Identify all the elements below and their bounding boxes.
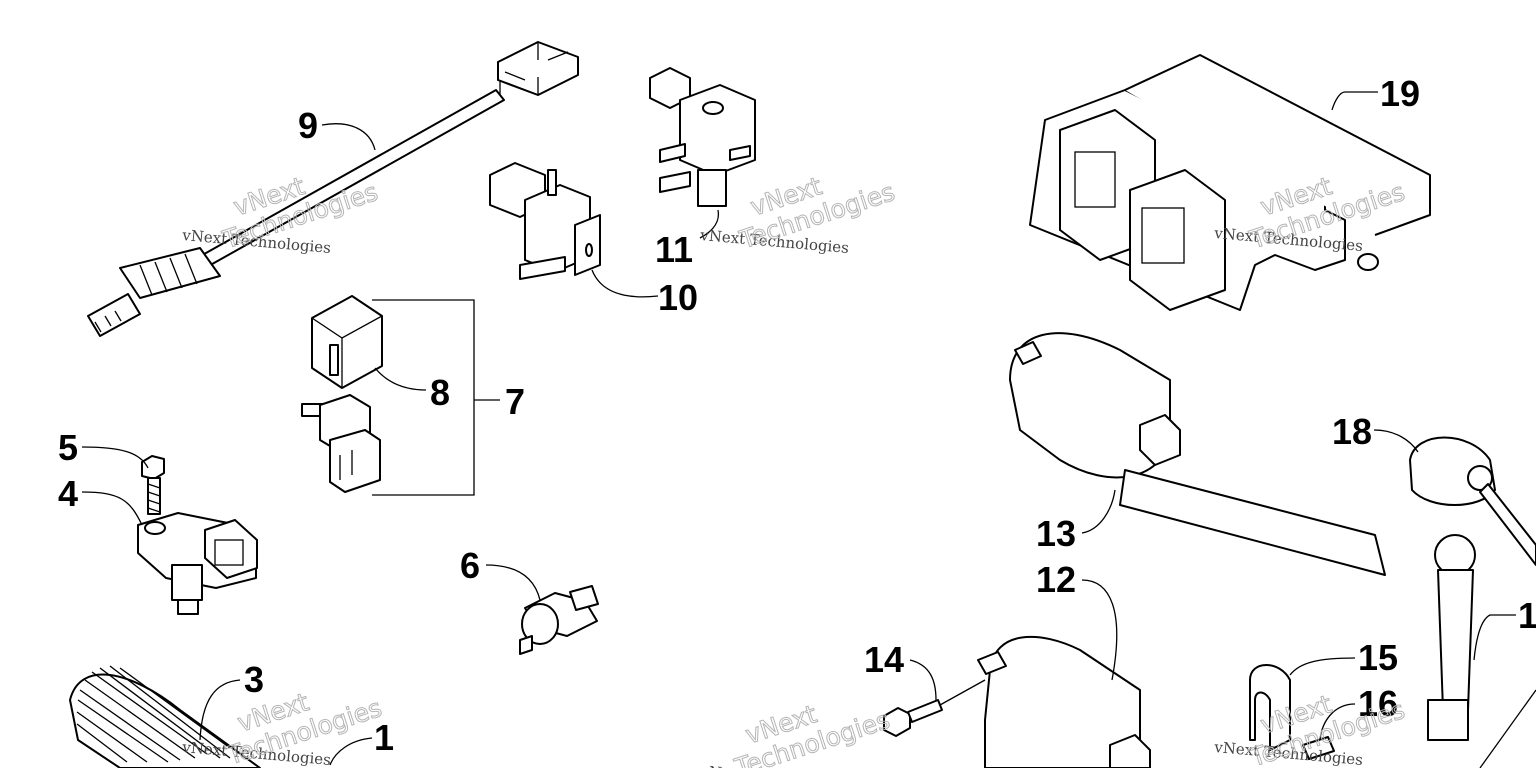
callout-11: 11 bbox=[655, 229, 693, 270]
callout-4: 4 bbox=[58, 473, 78, 514]
corrugated-tube-part-3 bbox=[69, 665, 261, 768]
plug-cap-part-17 bbox=[1427, 534, 1536, 768]
relay-socket-part-7 bbox=[301, 394, 381, 493]
callout-9: 9 bbox=[298, 105, 318, 146]
ignition-coil-part-12 bbox=[977, 635, 1151, 768]
bolt-part-14 bbox=[883, 699, 943, 737]
ecu-part-19 bbox=[1029, 54, 1431, 311]
callout-1-right: 1 bbox=[1518, 595, 1536, 636]
callout-16: 16 bbox=[1358, 683, 1398, 724]
callout-14: 14 bbox=[864, 639, 904, 680]
relay-part-8 bbox=[311, 295, 383, 389]
callout-19: 19 bbox=[1380, 73, 1420, 114]
callout-3: 3 bbox=[244, 659, 264, 700]
callout-10: 10 bbox=[658, 277, 698, 318]
watermark-5-outline: vNext Technologies bbox=[730, 699, 894, 768]
ignition-coil-part-13 bbox=[1009, 332, 1386, 576]
map-sensor-part-4 bbox=[137, 512, 258, 615]
bolt-part-5 bbox=[141, 455, 165, 515]
callout-13: 13 bbox=[1036, 513, 1076, 554]
solenoid-valve-part-11 bbox=[649, 67, 756, 207]
clamp-part-15 bbox=[1249, 664, 1291, 751]
callout-12: 12 bbox=[1036, 559, 1076, 600]
pressure-switch-part-6 bbox=[519, 585, 599, 655]
callout-7: 7 bbox=[505, 381, 525, 422]
leader-lines bbox=[81, 91, 1516, 766]
callout-18: 18 bbox=[1332, 411, 1372, 452]
pressure-switch-part-10 bbox=[489, 162, 601, 280]
callout-5: 5 bbox=[58, 427, 78, 468]
oxygen-sensor-part-9 bbox=[87, 41, 579, 337]
callout-labels: 9 11 10 8 7 5 4 6 3 1 19 18 13 12 14 15 … bbox=[58, 73, 1536, 758]
callout-8: 8 bbox=[430, 372, 450, 413]
callout-6: 6 bbox=[460, 545, 480, 586]
callout-1-left: 1 bbox=[374, 717, 394, 758]
spark-plug-cap-part-18 bbox=[1409, 436, 1536, 566]
callout-15: 15 bbox=[1358, 637, 1398, 678]
